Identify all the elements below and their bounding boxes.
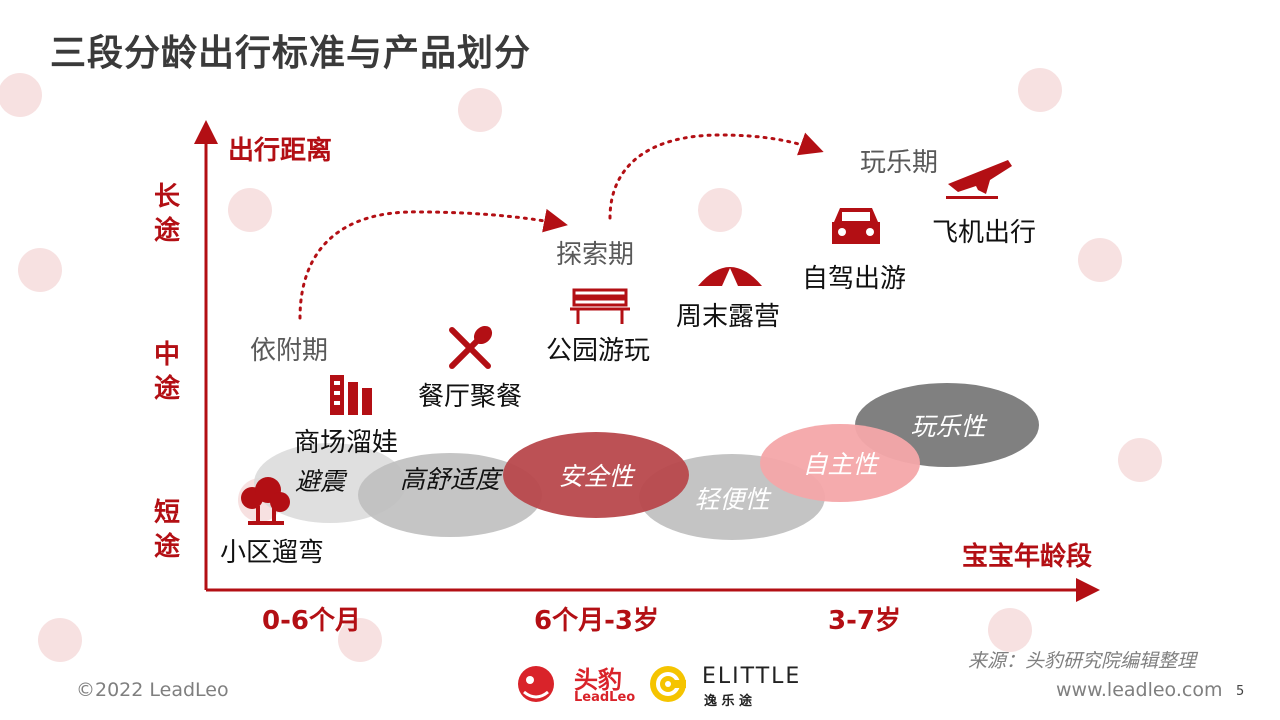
watermark-logo-icon — [458, 88, 502, 132]
copyright: ©2022 LeadLeo — [76, 679, 229, 701]
watermark-logo-icon — [1018, 68, 1062, 112]
attribute-safety: 安全性 — [558, 462, 634, 491]
oval-safety — [503, 432, 689, 518]
stage-play: 玩乐期 — [860, 148, 939, 178]
watermark-logo-icon — [338, 618, 382, 662]
attribute-playfulness: 玩乐性 — [910, 412, 986, 441]
y-axis-title: 出行距离 — [228, 136, 333, 166]
activity-camping: 周末露营 — [676, 302, 781, 332]
stage-attachment: 依附期 — [250, 336, 329, 366]
stage-arrow-1 — [298, 208, 568, 320]
activity-community-walk: 小区遛弯 — [220, 538, 325, 568]
elittle-logo-en: ELITTLE — [702, 664, 802, 689]
attribute-autonomy: 自主性 — [802, 450, 878, 479]
elittle-logo-cn: 逸 乐 途 — [704, 694, 753, 709]
oval-autonomy — [760, 424, 920, 502]
building-icon — [330, 375, 372, 415]
x-tick-0: 0-6个月 — [262, 606, 361, 636]
tent-icon — [698, 267, 762, 286]
y-level-short: 短途 — [153, 498, 180, 562]
fork-spoon-icon — [449, 325, 493, 369]
watermark-logo-icon — [1078, 238, 1122, 282]
page-title: 三段分龄出行标准与产品划分 — [50, 33, 532, 74]
x-tick-1: 6个月-3岁 — [534, 606, 659, 636]
y-level-mid: 中途 — [153, 340, 180, 404]
x-tick-2: 3-7岁 — [828, 606, 901, 636]
activity-restaurant: 餐厅聚餐 — [418, 382, 523, 412]
activity-park: 公园游玩 — [546, 336, 651, 366]
activity-road-trip: 自驾出游 — [802, 264, 907, 294]
watermark-logo-icon — [1118, 438, 1162, 482]
watermark-logo-icon — [38, 618, 82, 662]
watermark-logo-icon — [0, 73, 42, 117]
x-axis-title: 宝宝年龄段 — [962, 542, 1093, 572]
attribute-shock-absorb: 避震 — [294, 467, 345, 496]
leadleo-logo-cn: 头豹 — [574, 666, 622, 694]
y-level-long: 长途 — [153, 182, 180, 246]
activity-mall: 商场溜娃 — [294, 428, 399, 458]
car-icon — [832, 208, 880, 244]
watermark-logo-icon — [988, 608, 1032, 652]
attribute-comfort: 高舒适度 — [400, 465, 501, 494]
source-note: 来源：头豹研究院编辑整理 — [968, 650, 1197, 672]
website: www.leadleo.com — [1056, 679, 1223, 701]
activity-flight: 飞机出行 — [932, 218, 1037, 248]
leadleo-logo-icon — [514, 662, 576, 706]
tree-icon — [241, 477, 290, 525]
watermark-logo-icon — [18, 248, 62, 292]
stage-exploration: 探索期 — [556, 240, 635, 270]
leadleo-logo-en: LeadLeo — [574, 690, 636, 705]
airplane-icon — [946, 160, 1012, 199]
page-number: 5 — [1236, 684, 1245, 699]
stage-arrow-2 — [608, 132, 824, 220]
attribute-portability: 轻便性 — [694, 485, 770, 514]
elittle-logo-icon — [648, 664, 690, 706]
oval-comfort — [358, 453, 542, 537]
watermark-logo-icon — [698, 188, 742, 232]
watermark-logo-icon — [228, 188, 272, 232]
bench-icon — [570, 288, 630, 324]
